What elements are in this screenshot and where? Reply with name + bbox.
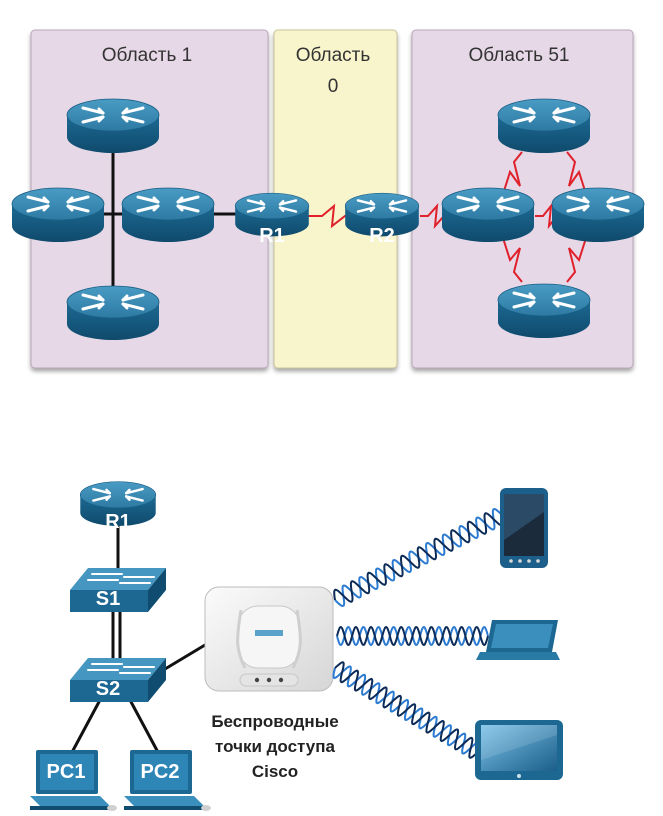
area-0-label-line2: 0 xyxy=(328,76,339,97)
router-icon xyxy=(120,186,216,244)
lan-router-label: R1 xyxy=(105,511,131,533)
router-icon xyxy=(496,97,592,155)
router-icon xyxy=(440,186,536,244)
router-icon xyxy=(550,186,646,244)
ap-caption-line2: точки доступа xyxy=(215,737,335,756)
pc2-label: PC2 xyxy=(141,761,180,783)
area-51-label: Область 51 xyxy=(469,45,570,66)
smartphone-icon xyxy=(500,488,548,568)
switch-s2-label: S2 xyxy=(96,678,120,700)
router-icon xyxy=(65,97,161,155)
ap-caption-line3: Cisco xyxy=(252,762,298,781)
pc1-label: PC1 xyxy=(47,761,86,783)
router-icon xyxy=(65,284,161,342)
laptop-icon xyxy=(476,620,560,660)
switch-s1-label: S1 xyxy=(96,588,120,610)
router-icon xyxy=(496,282,592,340)
wireless-waves xyxy=(332,507,504,759)
lan-ethernet-links xyxy=(68,520,211,757)
tablet-icon xyxy=(475,720,563,780)
area-1-label: Область 1 xyxy=(102,45,192,66)
router-r1-label: R1 xyxy=(259,225,285,247)
area-0-label-line1: Область xyxy=(296,45,371,66)
access-point-icon xyxy=(204,586,334,692)
router-icon xyxy=(10,186,106,244)
router-r2-label: R2 xyxy=(369,225,395,247)
ap-caption-line1: Беспроводные xyxy=(211,712,338,731)
